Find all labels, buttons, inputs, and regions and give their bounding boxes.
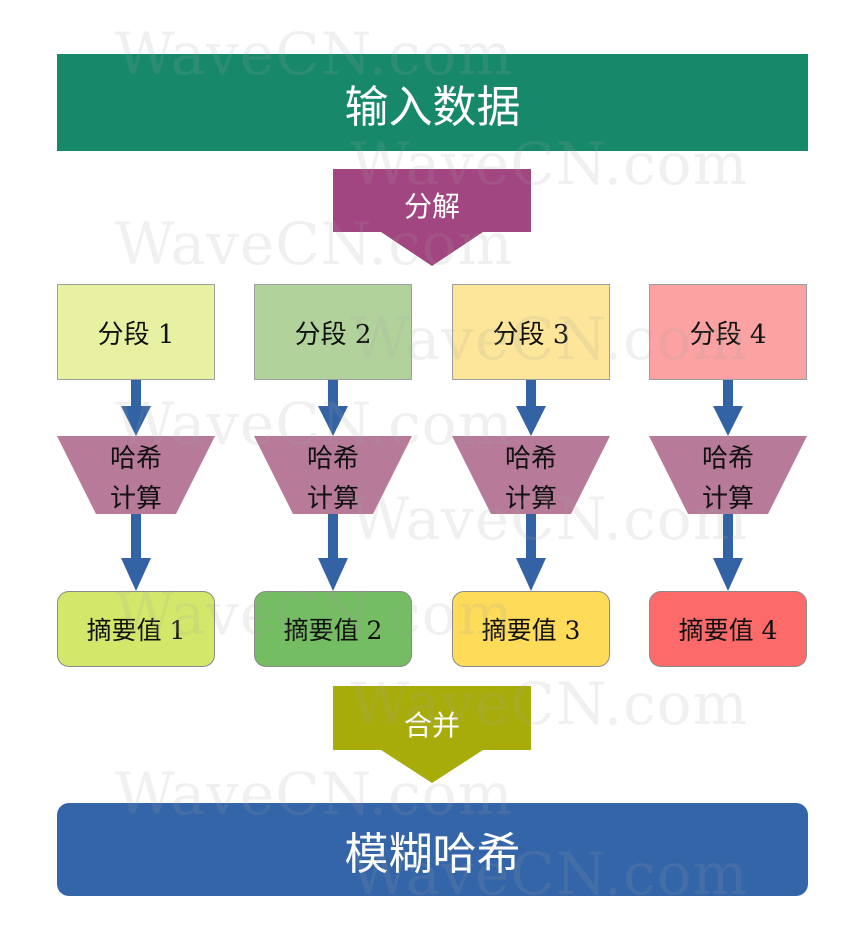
digest-box: 摘要值 1 [57,591,215,667]
split-arrow-label: 分解 [403,190,460,223]
down-arrow-icon [713,380,743,436]
merge-arrow-label: 合并 [403,709,460,742]
down-arrow-icon [318,514,348,591]
down-arrow-icon [516,514,546,591]
hash-label-line2: 计算 [504,484,557,514]
input-data-label: 输入数据 [344,81,521,133]
segment-label: 分段 3 [492,319,570,350]
segment-box: 分段 1 [57,284,215,380]
hash-label-line1: 哈希 [701,444,754,474]
segment-label: 分段 2 [294,319,372,350]
hash-compute-block: 哈希 计算 [254,436,412,514]
split-arrow: 分解 [333,169,531,266]
down-arrow-icon [713,514,743,591]
segment-box: 分段 2 [254,284,412,380]
fuzzy-hash-bar: 模糊哈希 [57,803,808,896]
digest-box: 摘要值 4 [649,591,807,667]
input-data-bar: 输入数据 [57,54,808,151]
hash-label-line2: 计算 [306,484,359,514]
fuzzy-hash-label: 模糊哈希 [344,828,521,880]
down-arrow-icon [516,380,546,436]
down-arrow-icon [121,380,151,436]
segment-box: 分段 4 [649,284,807,380]
hash-label-line1: 哈希 [109,444,162,474]
hash-compute-block: 哈希 计算 [57,436,215,514]
digest-box: 摘要值 2 [254,591,412,667]
hash-compute-block: 哈希 计算 [649,436,807,514]
merge-arrow-shape [333,686,531,783]
down-arrow-icon [121,514,151,591]
hash-label-line1: 哈希 [306,444,359,474]
hash-label-line2: 计算 [109,484,162,514]
digest-label: 摘要值 1 [86,616,186,645]
merge-arrow: 合并 [333,686,531,783]
down-arrow-icon [318,380,348,436]
segment-label: 分段 4 [689,319,767,350]
hash-label-line2: 计算 [701,484,754,514]
segment-box: 分段 3 [452,284,610,380]
hash-compute-block: 哈希 计算 [452,436,610,514]
digest-label: 摘要值 3 [481,616,581,645]
split-arrow-shape [333,169,531,266]
hash-label-line1: 哈希 [504,444,557,474]
digest-label: 摘要值 4 [678,616,778,645]
digest-box: 摘要值 3 [452,591,610,667]
segment-label: 分段 1 [97,319,175,350]
digest-label: 摘要值 2 [283,616,383,645]
